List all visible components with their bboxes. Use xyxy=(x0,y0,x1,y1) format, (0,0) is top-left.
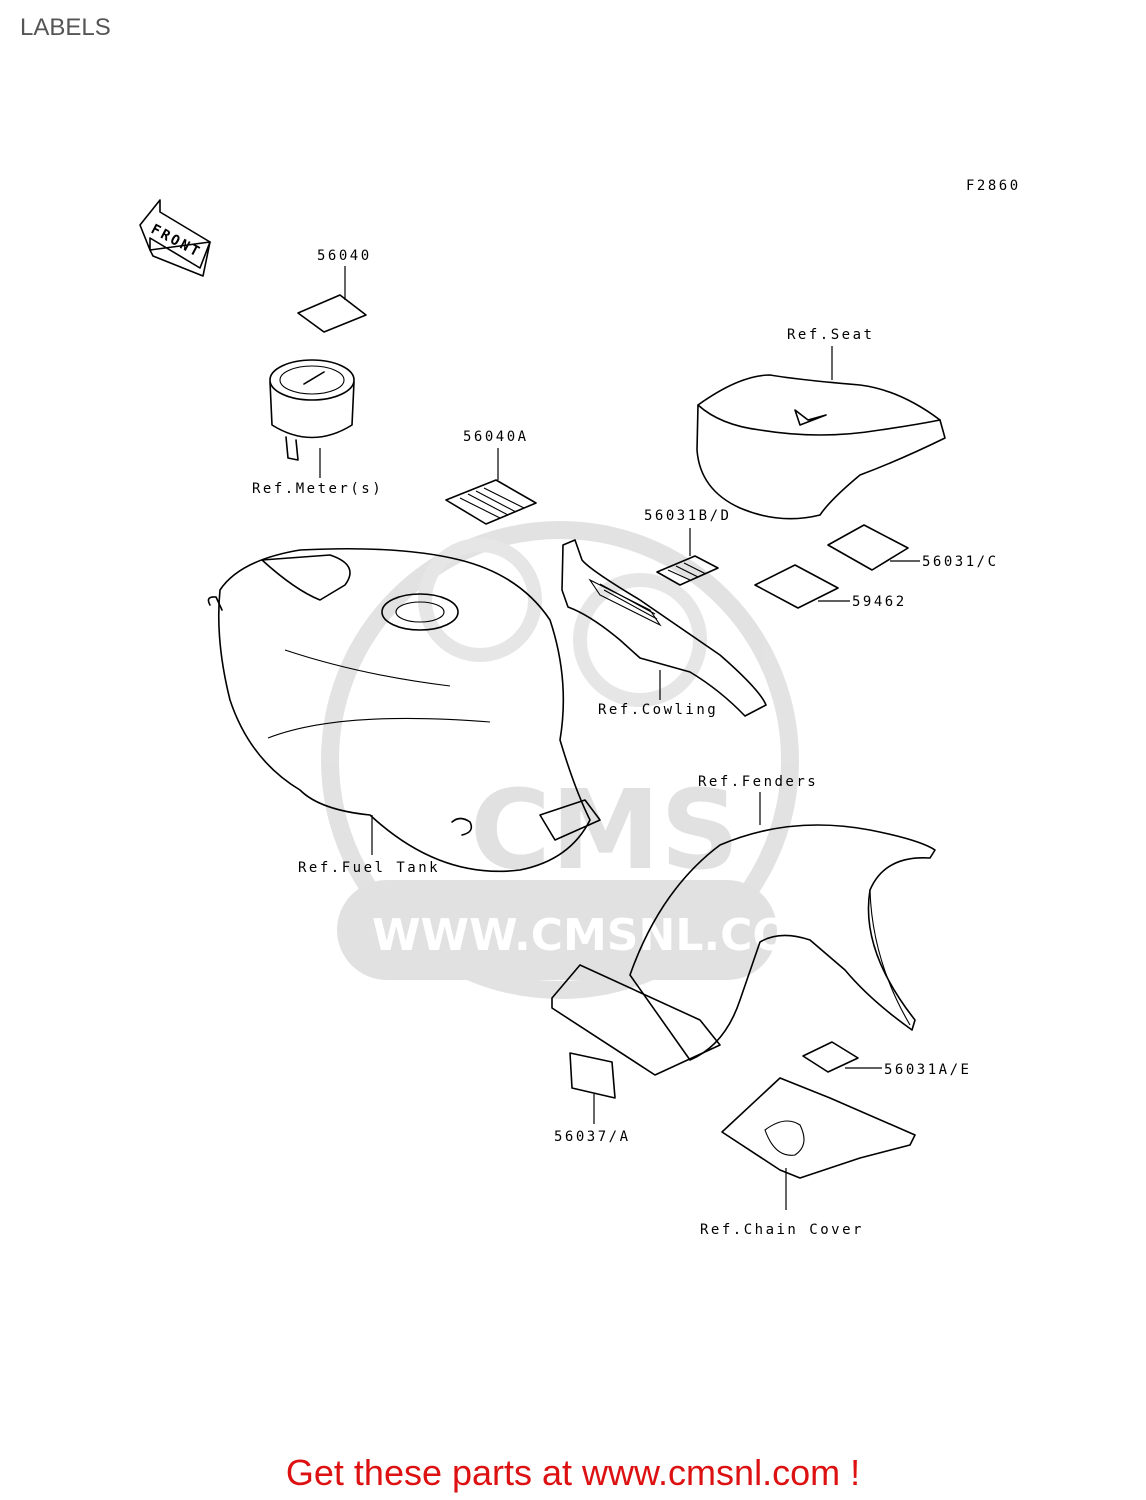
label-56031c: 56031/C xyxy=(922,554,999,570)
watermark-logo: CMS xyxy=(470,766,739,894)
label-56031ae: 56031A/E xyxy=(884,1062,971,1078)
fenders-part xyxy=(551,824,936,1076)
front-arrow-icon: FRONT xyxy=(139,199,211,277)
label-56040a: 56040A xyxy=(463,429,529,445)
label-ref-fenders: Ref.Fenders xyxy=(698,774,818,790)
cmsnl-watermark: CMS WWW.CMSNL.COM xyxy=(321,521,834,999)
decal-56031ae xyxy=(802,1041,859,1073)
label-ref-seat: Ref.Seat xyxy=(787,327,874,343)
label-59462: 59462 xyxy=(852,594,907,610)
label-ref-cowling: Ref.Cowling xyxy=(598,702,718,718)
parts-diagram: CMS WWW.CMSNL.COM F2860 FRONT 56040 Ref.… xyxy=(139,178,1021,1238)
label-ref-chain-cover: Ref.Chain Cover xyxy=(700,1222,864,1238)
page-title: LABELS xyxy=(20,14,111,41)
cowling-part xyxy=(561,539,767,717)
label-56040: 56040 xyxy=(317,248,372,264)
decal-56040 xyxy=(297,294,367,333)
label-56031bd: 56031B/D xyxy=(644,508,731,524)
label-ref-meter: Ref.Meter(s) xyxy=(252,481,383,497)
figure-code: F2860 xyxy=(966,178,1021,194)
decal-56031c xyxy=(827,524,909,571)
label-56037a: 56037/A xyxy=(554,1129,631,1145)
meter-part xyxy=(269,359,355,461)
promo-link[interactable]: Get these parts at www.cmsnl.com ! xyxy=(285,1452,861,1493)
chain-cover-part xyxy=(721,1077,916,1179)
decal-56031bd xyxy=(656,555,719,586)
watermark-url: WWW.CMSNL.COM xyxy=(372,910,834,961)
label-ref-fuel-tank: Ref.Fuel Tank xyxy=(298,860,440,876)
seat-part xyxy=(696,374,946,520)
decal-56040a xyxy=(445,479,537,525)
decal-59462 xyxy=(754,564,839,609)
decal-56037a xyxy=(569,1052,616,1099)
fuel-tank-part xyxy=(207,547,601,873)
